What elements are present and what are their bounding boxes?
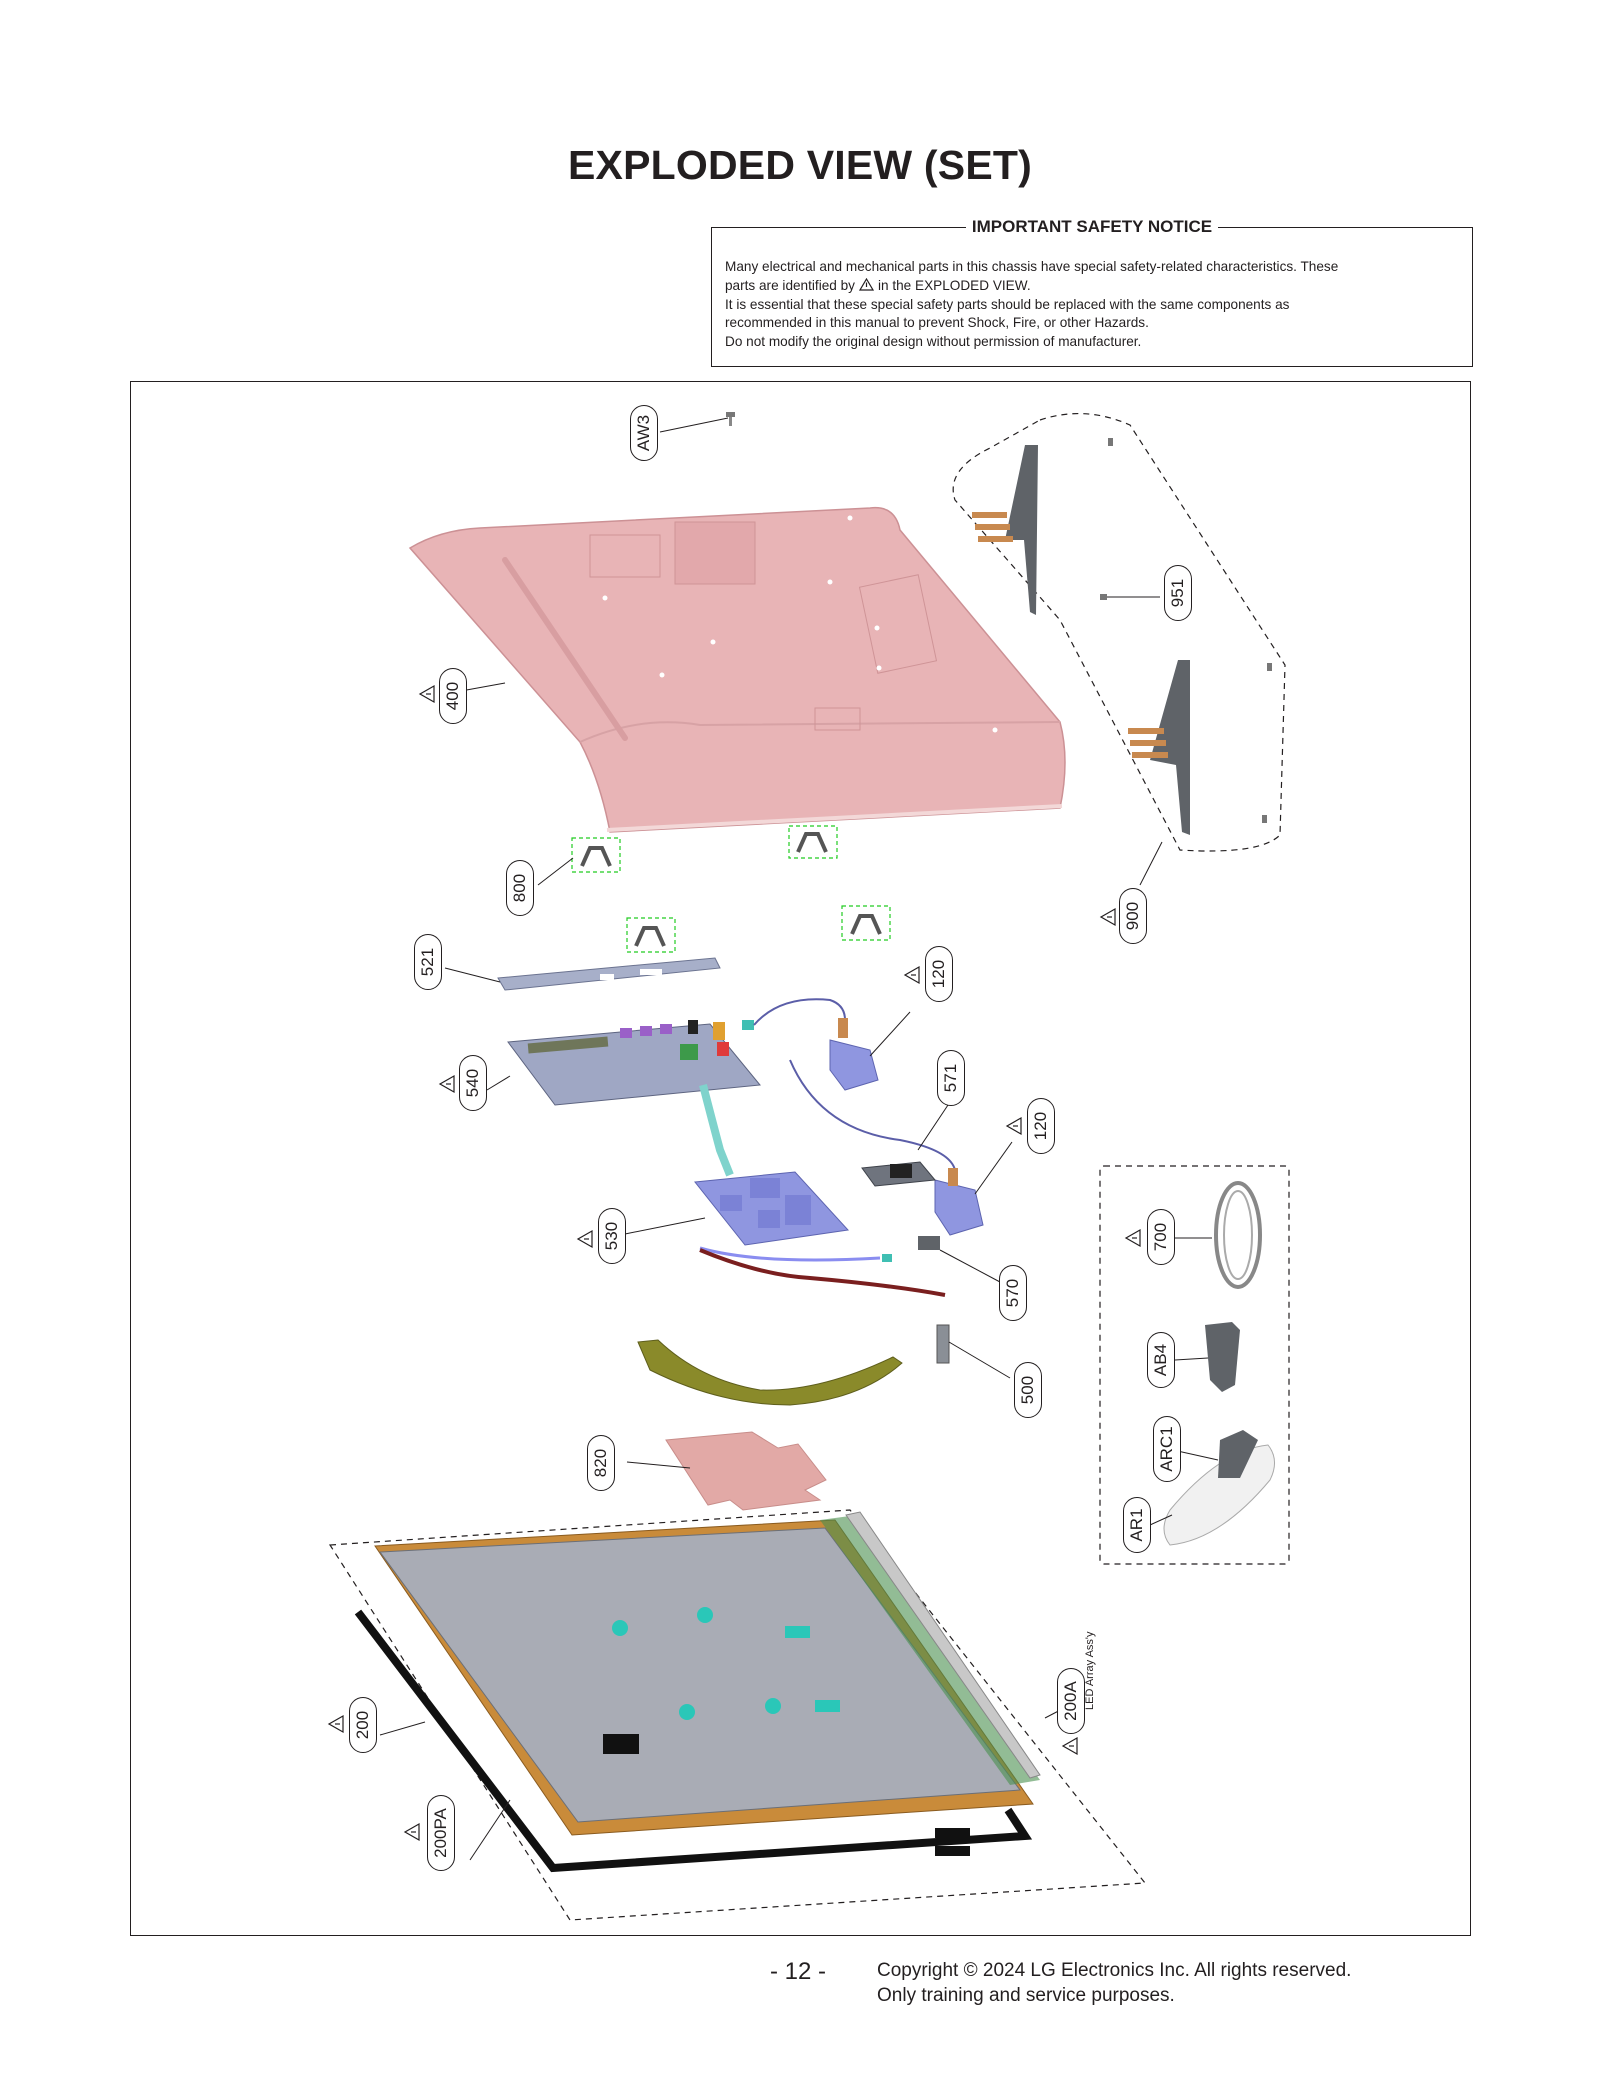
safety-notice-body: Many electrical and mechanical parts in …	[725, 258, 1459, 352]
power-board-530	[624, 1171, 850, 1246]
ffc-cable	[637, 1339, 903, 1406]
part-tag-540: 540	[459, 1055, 487, 1111]
stand-assembly-900	[952, 413, 1286, 886]
safety-notice-line-5: Do not modify the original design withou…	[725, 334, 1142, 350]
part-tag-521: 521	[414, 934, 442, 990]
module-500	[936, 1324, 1011, 1379]
safety-notice-heading: IMPORTANT SAFETY NOTICE	[965, 217, 1219, 236]
screw-aw3	[659, 412, 735, 433]
warning-triangle-icon	[858, 277, 874, 291]
part-tag-820: 820	[587, 1435, 615, 1491]
power-cable-120	[753, 998, 1013, 1236]
part-tag-400: 400	[439, 668, 467, 724]
ribbon-cable	[699, 1084, 734, 1177]
main-board-540	[486, 1020, 761, 1106]
warning-triangle-icon	[403, 1822, 420, 1842]
brackets-800	[537, 825, 891, 953]
sheet-820	[626, 1431, 827, 1511]
accessories-box	[1099, 1165, 1290, 1565]
page-title: EXPLODED VIEW (SET)	[568, 142, 1032, 188]
page-number: - 12 -	[770, 1958, 827, 1985]
warning-triangle-icon	[576, 1229, 593, 1249]
safety-notice-box: IMPORTANT SAFETY NOTICE Many electrical …	[711, 217, 1473, 367]
bracket-571	[861, 1104, 949, 1187]
back-cover-400	[408, 506, 1066, 833]
safety-notice-line-1: Many electrical and mechanical parts in …	[725, 259, 1339, 274]
warning-triangle-icon	[438, 1074, 455, 1094]
part-tag-ab4: AB4	[1147, 1332, 1175, 1388]
warning-triangle-icon	[1005, 1116, 1022, 1136]
part-tag-200a: 200A	[1057, 1668, 1085, 1734]
part-tag-aw3: AW3	[630, 405, 658, 461]
warning-triangle-icon	[1061, 1736, 1078, 1756]
part-tag-570: 570	[999, 1265, 1027, 1321]
part-tag-arc1: ARC1	[1153, 1416, 1181, 1482]
warning-triangle-icon	[903, 965, 920, 985]
diagram-frame	[130, 381, 1471, 1936]
part-tag-530: 530	[598, 1208, 626, 1264]
copyright-line-2: Only training and service purposes.	[877, 1985, 1175, 2006]
warning-triangle-icon	[327, 1714, 344, 1734]
part-tag-700: 700	[1147, 1209, 1175, 1265]
part-tag-120a: 120	[925, 946, 953, 1002]
copyright-line-1: Copyright © 2024 LG Electronics Inc. All…	[877, 1960, 1352, 1981]
safety-notice-line-4: recommended in this manual to prevent Sh…	[725, 315, 1149, 331]
led-array-label: LED Array Ass'y	[1084, 1631, 1096, 1710]
part-tag-800: 800	[506, 860, 534, 916]
part-tag-500: 500	[1014, 1362, 1042, 1418]
cable-570	[699, 1236, 1001, 1297]
safety-notice-line-3: It is essential that these special safet…	[725, 296, 1290, 312]
part-tag-200: 200	[349, 1697, 377, 1753]
panel-module-200	[328, 1509, 1147, 1921]
warning-triangle-icon	[418, 684, 435, 704]
warning-triangle-icon	[1124, 1228, 1141, 1248]
part-tag-ar1: AR1	[1123, 1497, 1151, 1553]
cable-connector	[742, 1020, 754, 1030]
part-tag-900: 900	[1119, 888, 1147, 944]
warning-triangle-icon	[1099, 907, 1116, 927]
part-tag-120b: 120	[1027, 1098, 1055, 1154]
part-tag-571: 571	[937, 1050, 965, 1106]
part-tag-200pa: 200PA	[427, 1795, 455, 1871]
bracket-521	[444, 957, 721, 991]
copyright: Copyright © 2024 LG Electronics Inc. All…	[877, 1958, 1351, 2008]
part-tag-951: 951	[1164, 565, 1192, 621]
